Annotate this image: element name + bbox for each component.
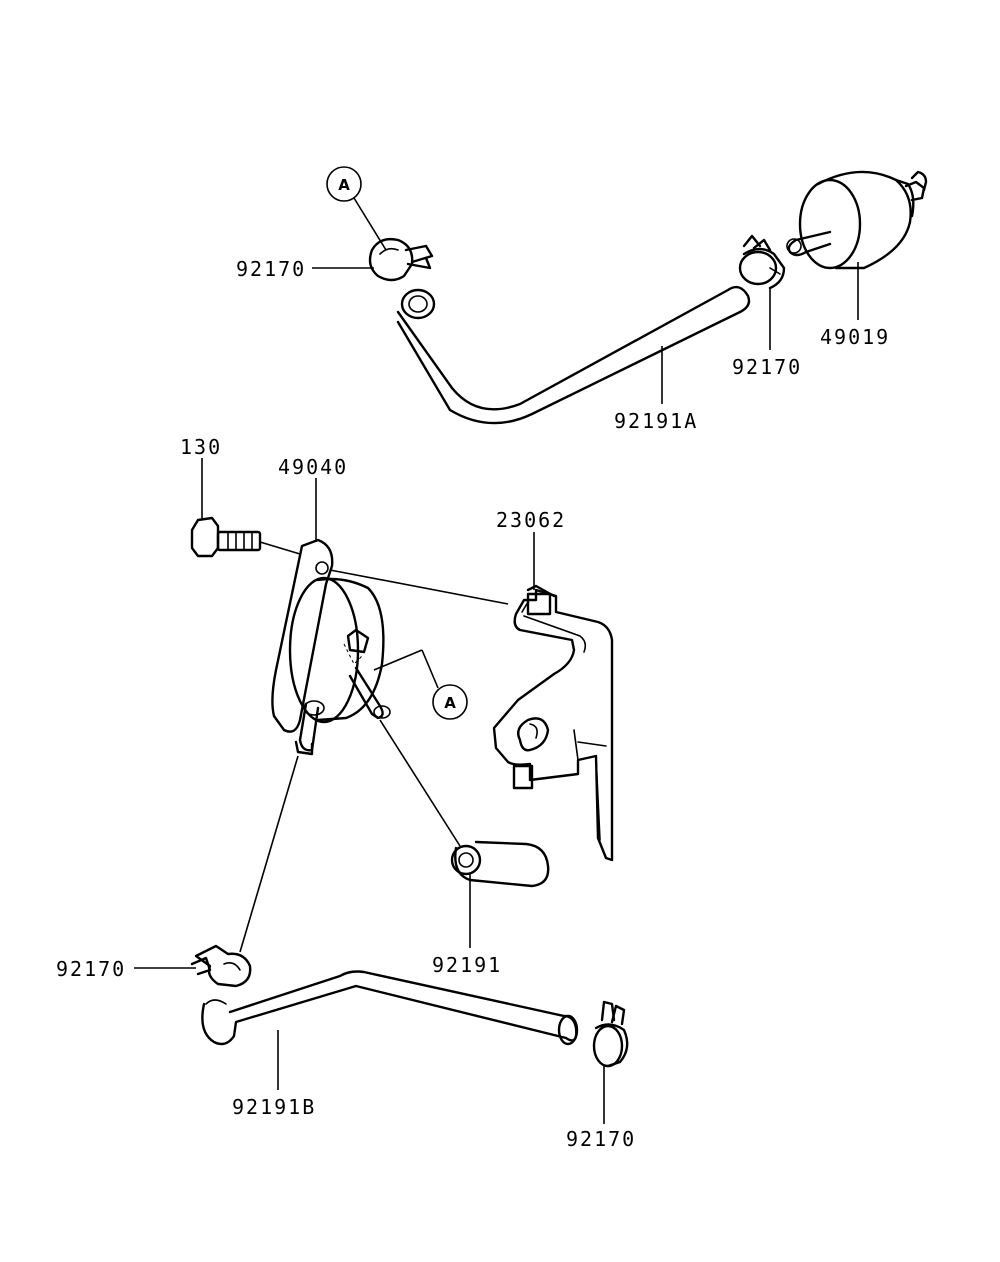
fuel-filter-49019 xyxy=(786,170,928,270)
bracket-23062 xyxy=(492,584,614,862)
label-hose-lower: 92191B xyxy=(232,1095,316,1119)
clamp-lower-right xyxy=(592,1000,629,1068)
leader-pump-bracket xyxy=(329,569,509,605)
ref-label-a-pump: A xyxy=(444,694,456,712)
clamp-upper-left xyxy=(368,237,434,282)
label-clamp-upper-left: 92170 xyxy=(236,257,306,281)
label-hose-upper: 92191A xyxy=(614,409,698,433)
label-clamp-lower-left: 92170 xyxy=(56,957,126,981)
label-clamp-upper-right: 92170 xyxy=(732,355,802,379)
part-labels: 92170 92170 49019 92191A 130 49040 23062… xyxy=(56,257,890,1151)
leader-lines xyxy=(134,262,859,1124)
hose-92191b xyxy=(201,970,579,1046)
label-clamp-lower-right: 92170 xyxy=(566,1127,636,1151)
label-hose-short: 92191 xyxy=(432,953,502,977)
ref-label-a-upper: A xyxy=(338,176,350,194)
ref-circle-a-upper: A xyxy=(326,166,387,251)
label-fuel-filter: 49019 xyxy=(820,325,890,349)
clamp-lower-left xyxy=(190,755,299,988)
label-bolt: 130 xyxy=(180,435,222,459)
bolt-130 xyxy=(190,516,301,558)
ref-circle-a-pump: A xyxy=(432,684,468,720)
fuel-pump-49040 xyxy=(271,538,439,756)
hose-92191a xyxy=(396,285,751,425)
hose-92191 xyxy=(379,719,550,888)
clamp-upper-right xyxy=(738,234,786,290)
label-fuel-pump: 49040 xyxy=(278,455,348,479)
label-bracket: 23062 xyxy=(496,508,566,532)
